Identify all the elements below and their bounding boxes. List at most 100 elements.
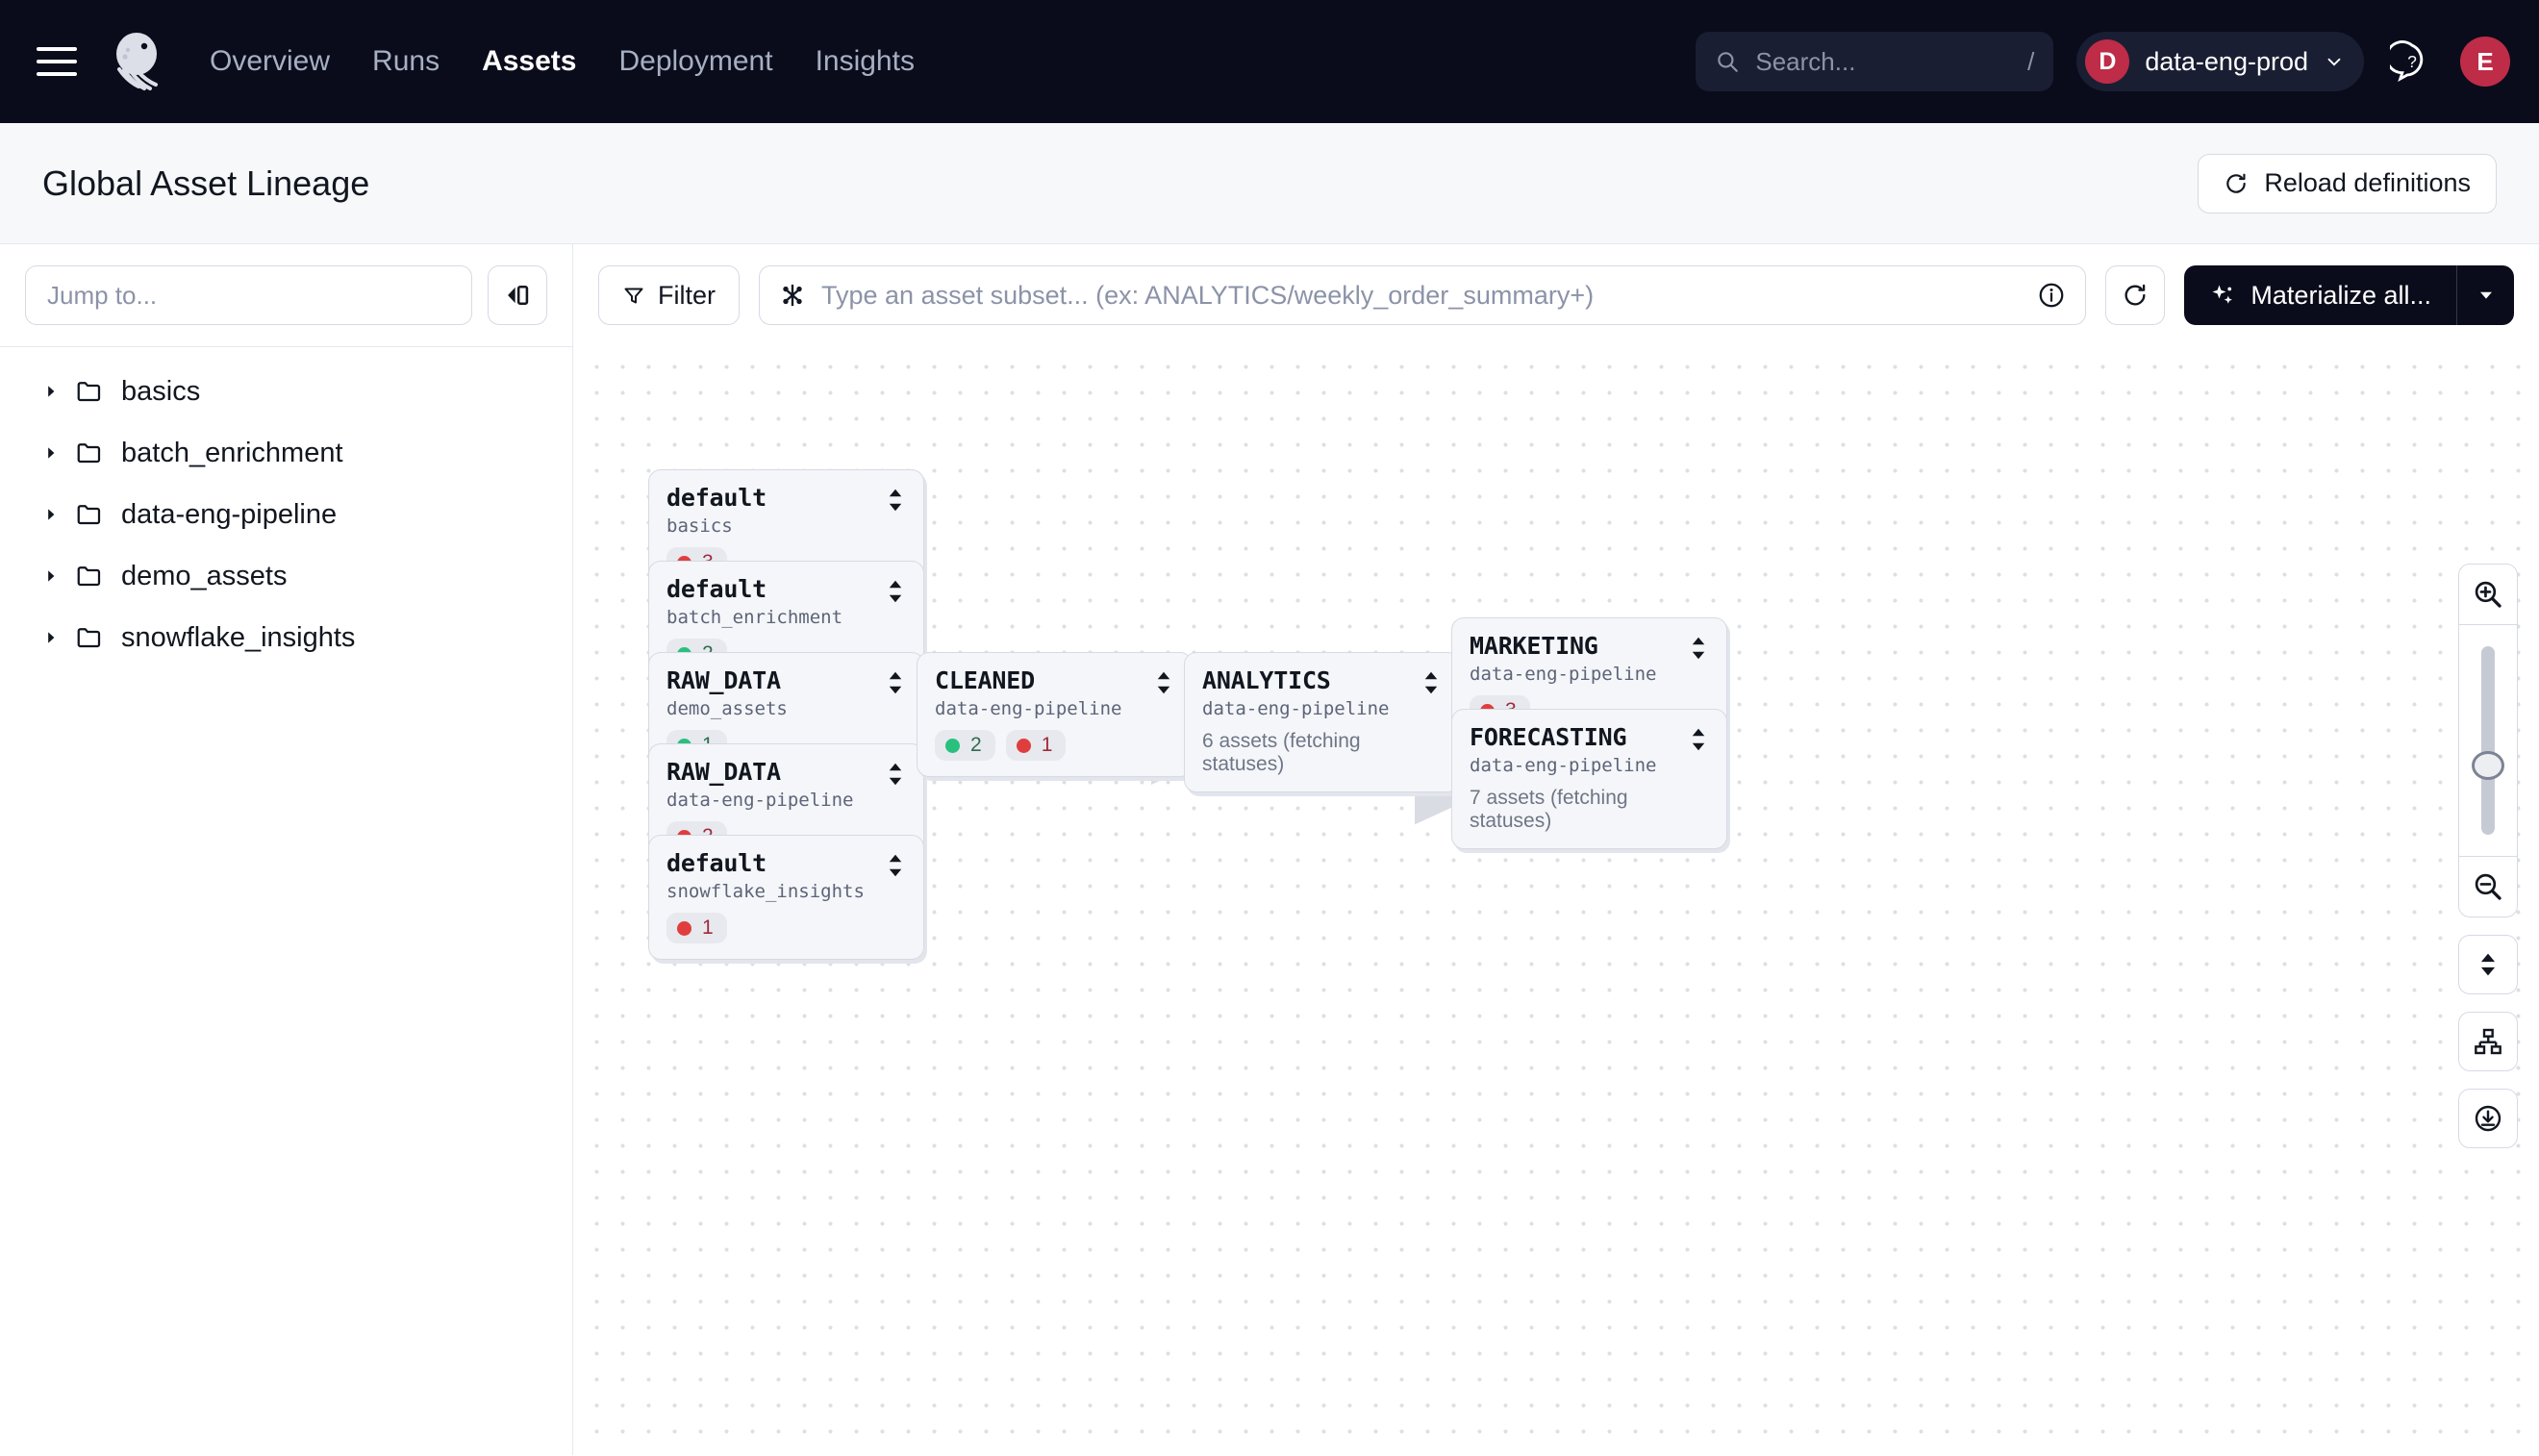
reload-definitions-button[interactable]: Reload definitions bbox=[2198, 153, 2497, 213]
zoom-out-button[interactable] bbox=[2459, 857, 2517, 916]
chevron-right-icon[interactable] bbox=[42, 444, 75, 462]
nav-link-insights[interactable]: Insights bbox=[815, 45, 915, 77]
zoom-slider-thumb[interactable] bbox=[2472, 751, 2504, 780]
materialize-all-button[interactable]: Materialize all... bbox=[2184, 265, 2456, 325]
hamburger-menu-icon[interactable] bbox=[37, 39, 81, 84]
nav-link-assets[interactable]: Assets bbox=[482, 45, 577, 77]
zoom-slider[interactable] bbox=[2459, 625, 2517, 856]
filter-icon bbox=[624, 288, 643, 304]
top-navigation-bar: Overview Runs Assets Deployment Insights… bbox=[0, 0, 2539, 123]
node-title: ANALYTICS bbox=[1202, 666, 1331, 694]
status-dot-success-icon bbox=[945, 738, 960, 753]
sidebar-item-label: basics bbox=[121, 375, 201, 407]
asset-group-node-snowflake-insights[interactable]: default snowflake_insights 1 bbox=[648, 835, 924, 960]
chevron-right-icon[interactable] bbox=[42, 629, 75, 646]
sparkle-icon bbox=[2212, 285, 2233, 304]
zoom-in-button[interactable] bbox=[2459, 565, 2517, 624]
asset-lineage-graph[interactable]: default basics 3 defa bbox=[573, 346, 2539, 1455]
expand-collapse-icon bbox=[2480, 953, 2496, 976]
asset-group-node-forecasting[interactable]: FORECASTING data-eng-pipeline 7 assets (… bbox=[1451, 709, 1727, 849]
main-nav-links: Overview Runs Assets Deployment Insights bbox=[210, 45, 915, 78]
stepper-icon[interactable] bbox=[885, 577, 906, 611]
materialize-all-button-group[interactable]: Materialize all... bbox=[2184, 265, 2514, 325]
asset-selection-icon bbox=[783, 284, 802, 307]
stepper-icon[interactable] bbox=[1688, 634, 1709, 667]
zoom-slider-group bbox=[2458, 564, 2518, 917]
lineage-toolbar: Filter Type an asset subset... (ex: ANAL… bbox=[573, 244, 2539, 346]
sidebar-item-snowflake-insights[interactable]: snowflake_insights bbox=[0, 607, 572, 668]
stepper-icon[interactable] bbox=[1420, 668, 1442, 702]
status-badge-failed[interactable]: 1 bbox=[666, 913, 727, 943]
node-title: RAW_DATA bbox=[666, 758, 781, 786]
chevron-right-icon[interactable] bbox=[42, 383, 75, 400]
zoom-in-icon bbox=[2475, 581, 2501, 608]
question-mark-icon: ? bbox=[2390, 40, 2424, 83]
zoom-controls bbox=[2458, 564, 2518, 1148]
stepper-icon[interactable] bbox=[885, 760, 906, 793]
sidebar-item-label: demo_assets bbox=[121, 560, 288, 591]
collapse-sidebar-button[interactable] bbox=[488, 265, 547, 325]
node-status-text: 6 assets (fetching statuses) bbox=[1202, 730, 1361, 775]
node-subtitle: basics bbox=[666, 515, 733, 537]
asset-group-node-analytics[interactable]: ANALYTICS data-eng-pipeline 6 assets (fe… bbox=[1184, 652, 1460, 792]
filter-button[interactable]: Filter bbox=[598, 265, 740, 325]
stepper-icon[interactable] bbox=[1688, 725, 1709, 759]
sidebar-item-basics[interactable]: basics bbox=[0, 361, 572, 422]
sidebar-item-data-eng-pipeline[interactable]: data-eng-pipeline bbox=[0, 484, 572, 545]
node-title: FORECASTING bbox=[1470, 723, 1627, 751]
chevron-right-icon[interactable] bbox=[42, 567, 75, 585]
sidebar-item-batch-enrichment[interactable]: batch_enrichment bbox=[0, 422, 572, 484]
node-subtitle: data-eng-pipeline bbox=[1470, 755, 1657, 776]
folder-icon bbox=[75, 377, 121, 406]
svg-text:?: ? bbox=[2407, 52, 2417, 71]
help-button[interactable]: ? bbox=[2387, 37, 2437, 87]
info-icon[interactable] bbox=[2037, 281, 2066, 310]
status-count: 2 bbox=[970, 734, 982, 756]
caret-down-icon bbox=[2479, 291, 2492, 299]
download-graph-button[interactable] bbox=[2458, 1089, 2518, 1148]
search-shortcut-hint: / bbox=[2027, 46, 2035, 76]
zoom-out-icon bbox=[2475, 873, 2501, 900]
sidebar-item-label: data-eng-pipeline bbox=[121, 498, 338, 530]
refresh-graph-button[interactable] bbox=[2105, 265, 2166, 325]
folder-icon bbox=[75, 562, 121, 590]
search-icon bbox=[1718, 52, 1739, 72]
dagster-logo[interactable] bbox=[106, 31, 167, 92]
deployment-switcher[interactable]: D data-eng-prod bbox=[2076, 32, 2364, 91]
materialize-options-caret[interactable] bbox=[2456, 265, 2514, 325]
node-title: RAW_DATA bbox=[666, 666, 781, 694]
nav-link-overview[interactable]: Overview bbox=[210, 45, 331, 77]
download-icon bbox=[2475, 1105, 2501, 1132]
nav-link-deployment[interactable]: Deployment bbox=[618, 45, 773, 77]
stepper-icon[interactable] bbox=[1153, 668, 1174, 702]
sidebar-item-demo-assets[interactable]: demo_assets bbox=[0, 545, 572, 607]
layout-direction-button[interactable] bbox=[2458, 1012, 2518, 1071]
chevron-right-icon[interactable] bbox=[42, 506, 75, 523]
asset-subset-placeholder: Type an asset subset... (ex: ANALYTICS/w… bbox=[821, 280, 1595, 310]
sidebar-jump-row bbox=[0, 244, 572, 347]
page-title: Global Asset Lineage bbox=[42, 163, 370, 203]
folder-icon bbox=[75, 439, 121, 467]
stepper-icon[interactable] bbox=[885, 851, 906, 885]
expand-collapse-button[interactable] bbox=[2458, 935, 2518, 994]
reload-definitions-label: Reload definitions bbox=[2264, 168, 2471, 197]
jump-to-input[interactable] bbox=[25, 265, 472, 325]
stepper-icon[interactable] bbox=[885, 668, 906, 702]
asset-subset-input[interactable]: Type an asset subset... (ex: ANALYTICS/w… bbox=[759, 265, 2087, 325]
node-status-badges: 1 bbox=[666, 913, 906, 943]
node-subtitle: snowflake_insights bbox=[666, 881, 865, 902]
user-avatar[interactable]: E bbox=[2460, 37, 2510, 87]
nav-link-runs[interactable]: Runs bbox=[372, 45, 440, 77]
hierarchy-layout-icon bbox=[2475, 1028, 2501, 1055]
status-badge-failed[interactable]: 1 bbox=[1005, 730, 1067, 761]
stepper-icon[interactable] bbox=[885, 486, 906, 519]
sidebar-item-label: batch_enrichment bbox=[121, 437, 343, 468]
asset-group-node-cleaned[interactable]: CLEANED data-eng-pipeline 2 1 bbox=[917, 652, 1193, 777]
sidebar-item-label: snowflake_insights bbox=[121, 621, 356, 653]
status-dot-failed-icon bbox=[1016, 738, 1031, 753]
node-title: MARKETING bbox=[1470, 632, 1598, 660]
status-count: 1 bbox=[702, 916, 714, 939]
global-search-input[interactable]: Search... / bbox=[1696, 32, 2054, 91]
status-badge-success[interactable]: 2 bbox=[935, 730, 995, 761]
node-status-badges: 2 1 bbox=[935, 730, 1174, 761]
